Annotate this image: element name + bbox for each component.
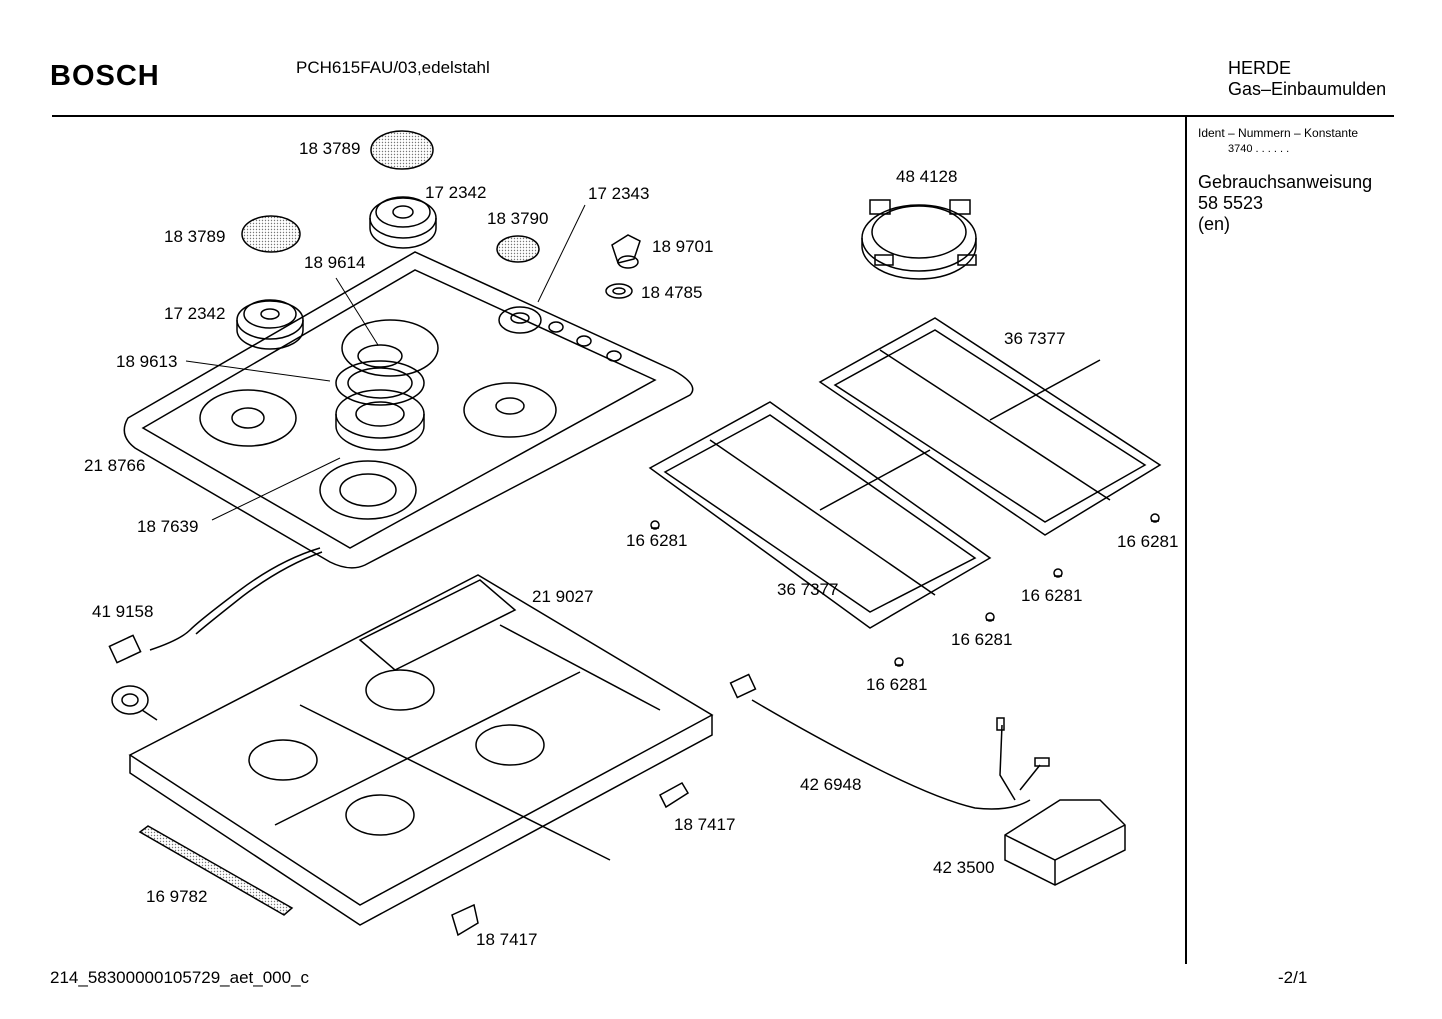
file-identifier: 214_58300000105729_aet_000_c	[50, 968, 310, 987]
wok-ring	[861, 199, 977, 280]
part-label: 18 3790	[487, 209, 548, 228]
control-knob	[611, 234, 641, 269]
part-label: 36 7377	[1004, 329, 1065, 348]
part-label: 21 8766	[84, 456, 145, 475]
category-title: HERDE	[1228, 58, 1292, 78]
brand-logo: BOSCH	[50, 60, 160, 92]
burner-cap-large	[370, 130, 434, 170]
burner-cap-small	[496, 235, 540, 263]
part-label: 16 9782	[146, 887, 207, 906]
part-label: 18 9614	[304, 253, 365, 272]
part-label: 36 7377	[777, 580, 838, 599]
mounting-clip	[451, 781, 690, 937]
base-tray	[128, 574, 714, 926]
wok-burner-stack	[335, 344, 425, 451]
model-number: PCH615FAU/03,edelstahl	[296, 58, 490, 77]
sidebar-divider	[1185, 117, 1187, 964]
part-label: 16 6281	[626, 531, 687, 550]
part-label: 18 7417	[674, 815, 735, 834]
part-label: 18 3789	[164, 227, 225, 246]
part-label: 18 4785	[641, 283, 702, 302]
part-label: 42 3500	[933, 858, 994, 877]
part-label: 21 9027	[532, 587, 593, 606]
part-label: 41 9158	[92, 602, 153, 621]
burner-cap-medium	[241, 215, 301, 253]
part-label: 18 7639	[137, 517, 198, 536]
part-label: 16 6281	[866, 675, 927, 694]
document-heading: Gebrauchsanweisung	[1198, 172, 1373, 192]
document-language: (en)	[1198, 214, 1231, 234]
ignition-unit-left	[111, 685, 158, 721]
mains-cable	[149, 547, 323, 651]
ident-value: 3740 . . . . . .	[1228, 143, 1290, 155]
rubber-foot	[650, 513, 1160, 667]
ignition-module	[1004, 799, 1126, 886]
burner-head-top	[369, 196, 437, 249]
wiring-harness	[729, 673, 1050, 810]
hob-top-plate	[123, 251, 694, 569]
pan-support-right	[818, 317, 1162, 536]
part-label: 18 3789	[299, 139, 360, 158]
category-subtitle: Gas–Einbaumulden	[1228, 79, 1387, 99]
mains-plug	[108, 634, 142, 664]
burner-head-small	[498, 306, 542, 334]
part-label: 17 2342	[164, 304, 225, 323]
part-label: 16 6281	[951, 630, 1012, 649]
part-label: 42 6948	[800, 775, 861, 794]
part-label: 18 9613	[116, 352, 177, 371]
ident-heading: Ident – Nummern – Konstante	[1198, 126, 1359, 140]
part-label: 48 4128	[896, 167, 957, 186]
seal-strip	[138, 825, 294, 916]
pan-support-left	[648, 401, 992, 629]
part-label: 16 6281	[1021, 586, 1082, 605]
part-label: 18 9701	[652, 237, 713, 256]
part-label: 18 7417	[476, 930, 537, 949]
part-label: 17 2343	[588, 184, 649, 203]
part-label: 17 2342	[425, 183, 486, 202]
page-number: -2/1	[1278, 968, 1308, 987]
knob-ring	[605, 283, 633, 299]
leader-lines	[185, 204, 586, 521]
document-number: 58 5523	[1198, 193, 1264, 213]
header-divider	[52, 115, 1394, 117]
part-label: 16 6281	[1117, 532, 1178, 551]
